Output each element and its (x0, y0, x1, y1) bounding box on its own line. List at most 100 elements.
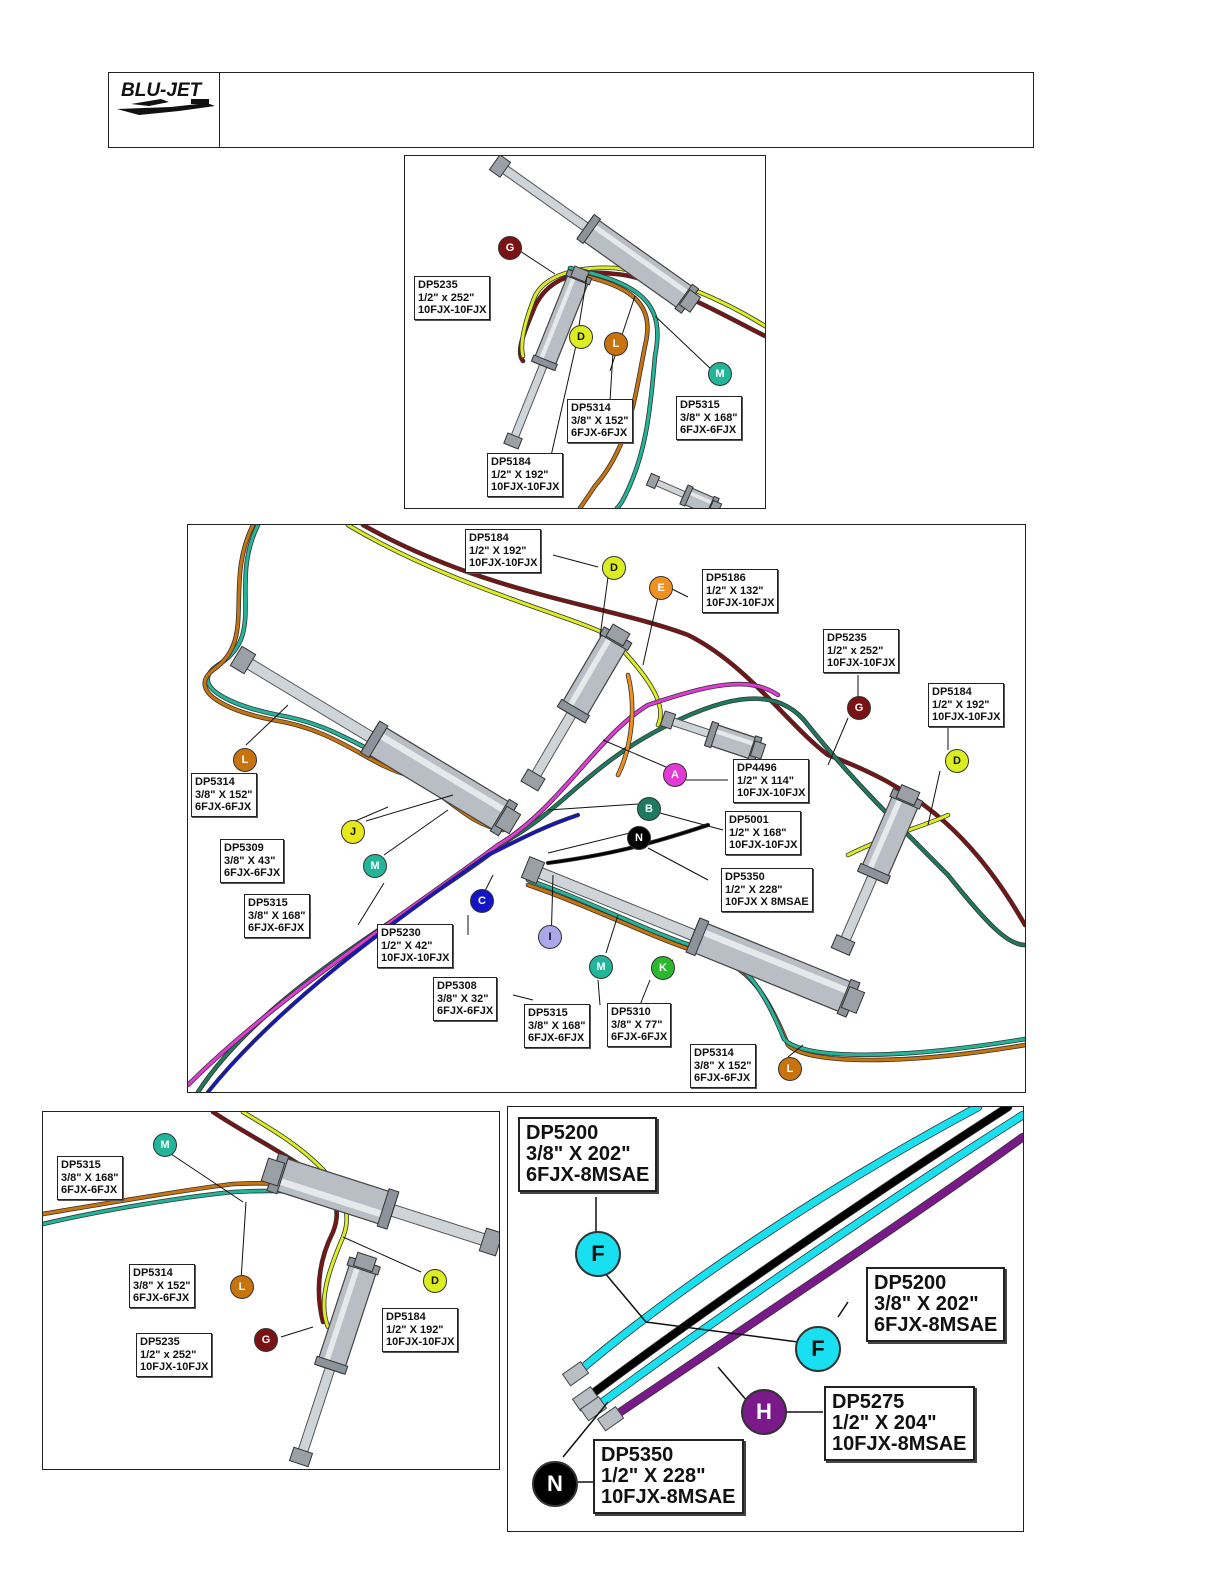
label-part: DP5315 (528, 1007, 568, 1019)
callout-bubble-j: J (341, 820, 365, 844)
label-part: DP5308 (437, 980, 477, 992)
label-fitting: 10FJX-10FJX (932, 711, 1001, 723)
label-part: DP5186 (706, 572, 746, 584)
callout-bubble-m: M (589, 955, 613, 979)
label-size: 3/8" X 168" (528, 1019, 586, 1032)
label-fitting: 6FJX-6FJX (528, 1032, 585, 1044)
hose-c (206, 813, 580, 1092)
hose-m-outline (567, 265, 660, 508)
label-fitting: 10FJX-10FJX (706, 597, 775, 609)
label-part: DP5315 (61, 1159, 101, 1171)
label-part: DP5184 (932, 686, 972, 698)
callout-bubble-i: I (538, 925, 562, 949)
label-size: 1/2" X 42" (381, 939, 433, 952)
leader-line (597, 979, 601, 1006)
label-fitting: 6FJX-6FJX (611, 1031, 668, 1043)
hose-n (584, 1107, 1012, 1401)
label-size: 3/8" X 152" (133, 1279, 191, 1292)
label-part: DP5275 (832, 1391, 905, 1413)
label-size: 1/2" X 192" (469, 544, 527, 557)
label-part: DP5314 (195, 776, 235, 788)
callout-bubble-m: M (153, 1133, 177, 1157)
leader-line (827, 717, 849, 766)
leader-line (603, 1271, 647, 1323)
callout-bubble-f: F (575, 1231, 621, 1277)
label-fitting: 10FJX X 8MSAE (725, 896, 809, 908)
callout-bubble-l: L (233, 748, 257, 772)
leader-line (170, 1153, 244, 1203)
hose-m (568, 266, 659, 508)
label-size: 1/2" X 228" (601, 1465, 706, 1487)
label-part: DP5314 (694, 1047, 734, 1059)
leader-line (599, 576, 609, 638)
header-box: BLU-JET (108, 72, 1034, 148)
logo-text: BLU-JET (121, 80, 203, 101)
label-fitting: 10FJX-8MSAE (832, 1433, 967, 1455)
label-fitting: 10FJX-8MSAE (601, 1486, 736, 1508)
label-size: 3/8" X 168" (680, 411, 738, 424)
label-fitting: 6FJX-6FJX (61, 1184, 118, 1196)
label-fitting: 10FJX-10FJX (491, 481, 560, 493)
label-size: 3/8" X 77" (611, 1018, 663, 1031)
callout-bubble-g: G (498, 236, 522, 260)
label-size: 3/8" X 43" (224, 854, 276, 867)
cylinder-upper-center (520, 623, 633, 792)
label-part: DP5310 (611, 1006, 651, 1018)
leader-line (245, 704, 289, 746)
callout-bubble-e: E (649, 576, 673, 600)
label-size: 3/8" X 168" (61, 1171, 119, 1184)
leader-line (659, 812, 724, 831)
label-size: 3/8" X 168" (248, 909, 306, 922)
label-part: DP5184 (469, 532, 509, 544)
label-part: DP5350 (725, 871, 765, 883)
hose-d (346, 525, 663, 727)
label-fitting: 6FJX-6FJX (571, 427, 628, 439)
label-part: DP4496 (737, 762, 777, 774)
label-part: DP5314 (133, 1267, 173, 1279)
cylinder-small (659, 710, 767, 763)
callout-bubble-b: B (637, 797, 661, 821)
leader-line (280, 1326, 314, 1338)
label-fitting: 10FJX-10FJX (381, 952, 450, 964)
callout-bubble-d: D (569, 325, 593, 349)
label-fitting: 6FJX-6FJX (224, 867, 281, 879)
diagram-drawing (488, 156, 765, 508)
label-size: 1/2" X 192" (386, 1323, 444, 1336)
cylinder-vertical (288, 1251, 381, 1468)
cylinder-vertical (503, 265, 593, 450)
leader-line (654, 315, 714, 372)
hose-m-lower (526, 878, 1025, 1057)
leader-line (547, 830, 639, 854)
leader-line (547, 803, 639, 811)
label-size: 1/2" x 252" (418, 291, 475, 304)
label-part: DP5314 (571, 402, 611, 414)
cylinder-horizontal (260, 1152, 499, 1257)
callout-bubble-d: D (945, 749, 969, 773)
label-size: 3/8" X 152" (571, 414, 629, 427)
callout-bubble-d: D (602, 556, 626, 580)
hose-a-outline (188, 681, 781, 1088)
leader-line (609, 351, 614, 402)
label-part: DP5309 (224, 842, 264, 854)
leader-line (647, 847, 709, 881)
label-part: DP5350 (601, 1444, 674, 1466)
hose-f-inner (592, 1111, 1023, 1411)
callout-bubble-c: C (470, 889, 494, 913)
label-fitting: 6FJX-6FJX (437, 1005, 494, 1017)
label-fitting: 6FJX-6FJX (248, 922, 305, 934)
callout-bubble-g: G (847, 696, 871, 720)
